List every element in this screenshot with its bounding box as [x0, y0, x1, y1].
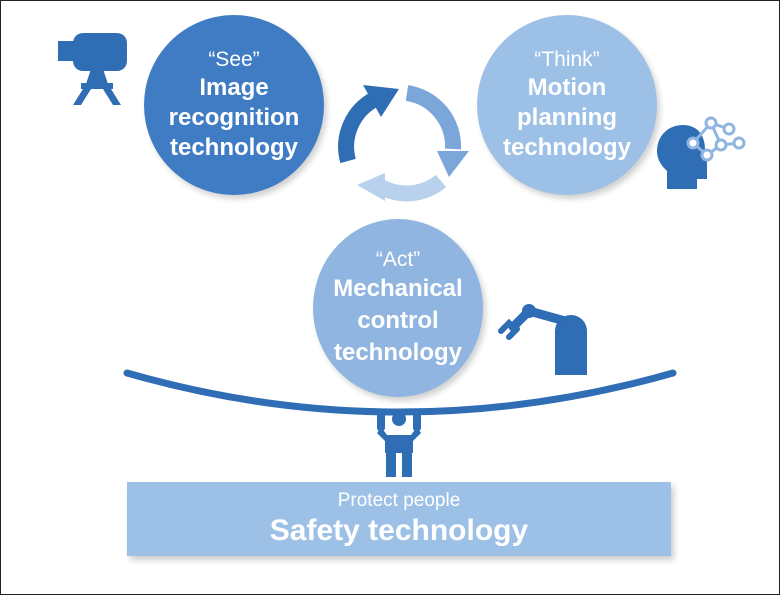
person-lifting-icon	[377, 411, 421, 477]
safety-subtitle: Protect people	[337, 490, 461, 511]
see-quote: “See”	[208, 48, 260, 71]
safety-title: Safety technology	[269, 514, 529, 547]
act-line3: technology	[333, 339, 462, 366]
robot-arm-icon	[498, 304, 587, 375]
think-circle: “Think” Motion planning technology	[477, 15, 657, 195]
brain-network-icon	[657, 116, 746, 189]
camera-icon	[58, 33, 127, 105]
act-circle: “Act” Mechanical control technology	[313, 219, 483, 397]
see-circle: “See” Image recognition technology	[144, 15, 324, 195]
cycle-arrow-dark	[338, 85, 399, 164]
see-line3: technology	[169, 134, 298, 161]
act-quote: “Act”	[375, 248, 421, 271]
think-line3: technology	[502, 134, 631, 161]
see-line2: recognition	[168, 104, 300, 131]
act-line1: Mechanical	[333, 275, 463, 302]
think-quote: “Think”	[534, 48, 600, 71]
safety-technology-bar: Protect people Safety technology	[127, 482, 671, 556]
cycle-arrow-mid	[405, 85, 469, 177]
see-line1: Image	[199, 74, 269, 101]
act-line2: control	[357, 307, 439, 334]
think-line1: Motion	[527, 74, 607, 101]
cycle-arrow-light	[357, 173, 447, 202]
think-line2: planning	[517, 104, 617, 131]
